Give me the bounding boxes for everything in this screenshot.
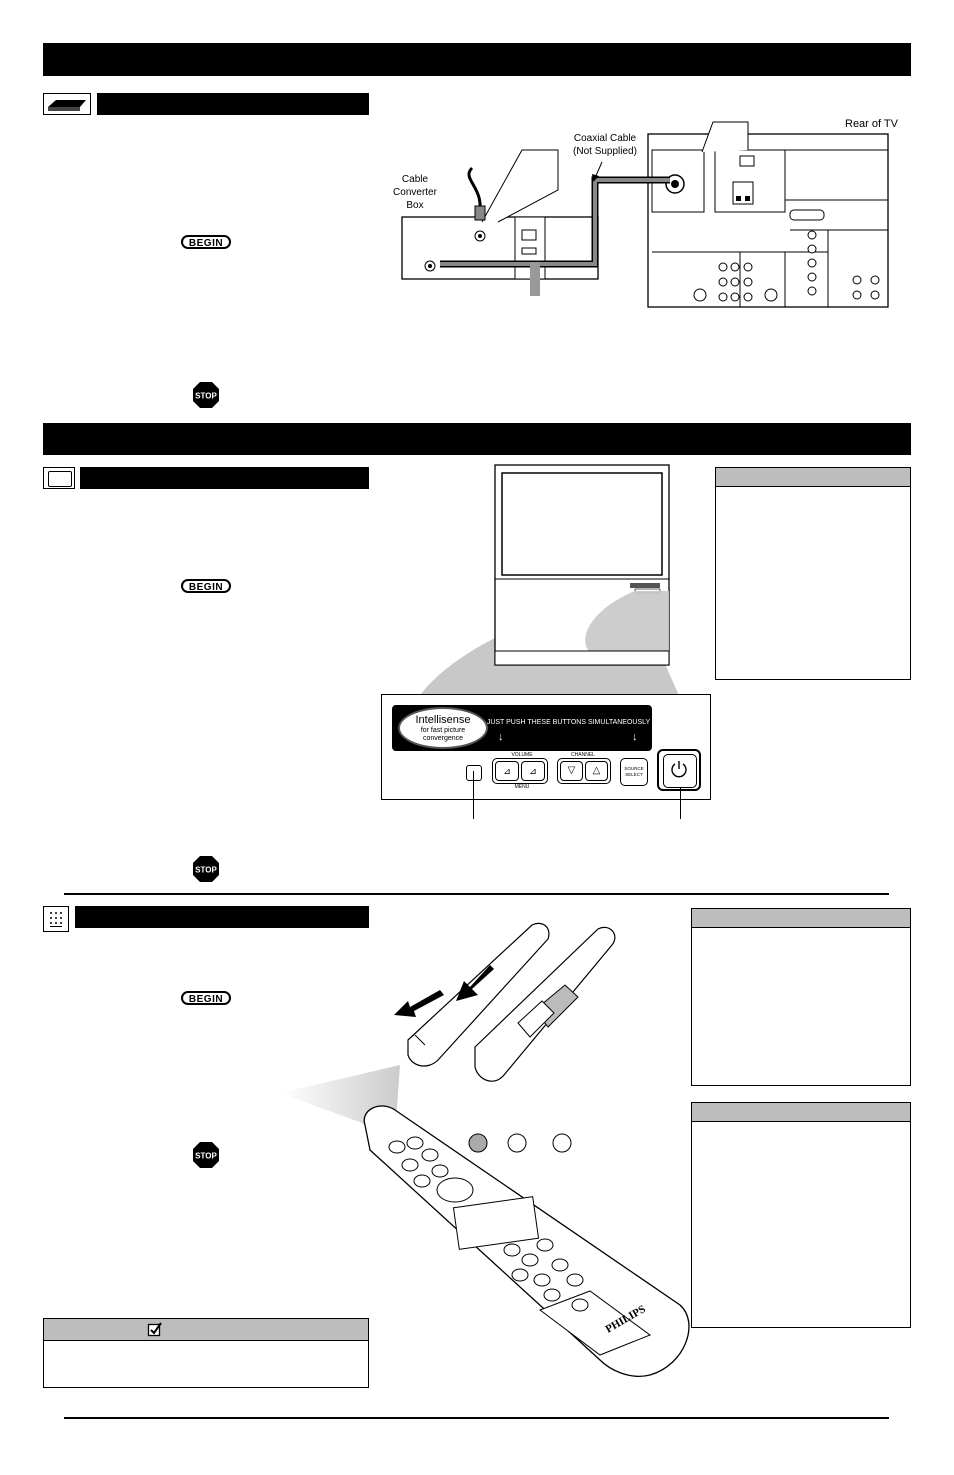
remote-sensor-window bbox=[466, 765, 482, 781]
down-arrow-icon: ↓ bbox=[632, 731, 638, 743]
svg-text:STOP: STOP bbox=[195, 866, 217, 875]
channel-label: CHANNEL bbox=[571, 752, 595, 758]
cable-connection-diagram: Rear of TV Coaxial Cable (Not Supplied) … bbox=[380, 110, 900, 310]
svg-text:STOP: STOP bbox=[195, 392, 217, 401]
stop-icon: STOP bbox=[193, 856, 219, 882]
panel-instruction: JUST PUSH THESE BUTTONS SIMULTANEOUSLY bbox=[486, 719, 651, 726]
checklist-header bbox=[44, 1319, 368, 1341]
tv-screen-icon bbox=[43, 467, 75, 489]
sensor-pointer-line bbox=[473, 771, 474, 819]
channel-down-button[interactable]: ▽ bbox=[560, 761, 583, 781]
bottom-tip-box-1 bbox=[691, 908, 911, 1086]
volume-label: VOLUME bbox=[511, 752, 533, 758]
remote-keypad-icon bbox=[43, 906, 69, 932]
channel-up-button[interactable]: △ bbox=[585, 761, 608, 781]
top-title-bar bbox=[43, 43, 911, 76]
begin-badge: BEGIN bbox=[181, 235, 231, 249]
cable-box-icon bbox=[43, 93, 91, 115]
bottom-tip-box-2 bbox=[691, 1102, 911, 1328]
middle-tip-box bbox=[715, 467, 911, 680]
rear-of-tv-label: Rear of TV bbox=[845, 118, 898, 130]
stop-icon: STOP bbox=[193, 1142, 219, 1168]
tv-control-panel: Intellisense for fast picture convergenc… bbox=[381, 694, 711, 800]
volume-up-button[interactable]: ⊿ bbox=[521, 761, 545, 781]
stop-icon: STOP bbox=[193, 382, 219, 408]
tv-front-illustration bbox=[380, 463, 712, 703]
cable-box-section-heading bbox=[97, 93, 369, 115]
menu-label: MENU bbox=[514, 784, 530, 790]
tip-box-header bbox=[692, 1103, 910, 1122]
remote-battery-illustration: PHILIPS bbox=[280, 915, 700, 1415]
volume-button-group bbox=[492, 758, 548, 784]
coaxial-cable-label: Coaxial Cable (Not Supplied) bbox=[573, 133, 637, 157]
tip-box-header bbox=[716, 468, 910, 487]
channel-button-group bbox=[557, 758, 611, 784]
cable-converter-box-label: Cable Converter Box bbox=[393, 174, 437, 211]
page-footer-rule bbox=[64, 1417, 889, 1419]
battery-section-heading bbox=[75, 906, 369, 928]
tip-box-header bbox=[692, 909, 910, 928]
checkbox-icon bbox=[147, 1322, 162, 1337]
volume-down-button[interactable]: ⊿ bbox=[495, 761, 519, 781]
middle-title-bar bbox=[43, 423, 911, 455]
power-button[interactable] bbox=[657, 749, 701, 791]
down-arrow-icon: ↓ bbox=[498, 731, 504, 743]
checklist-box bbox=[43, 1318, 369, 1388]
power-on-section-heading bbox=[80, 467, 369, 489]
intellisense-logo: Intellisense for fast picture convergenc… bbox=[398, 707, 488, 749]
begin-badge: BEGIN bbox=[181, 991, 231, 1005]
power-pointer-line bbox=[680, 787, 681, 819]
begin-badge: BEGIN bbox=[181, 579, 231, 593]
section-divider bbox=[64, 893, 889, 895]
power-icon bbox=[671, 761, 687, 778]
source-select-button[interactable]: SOURCE SELECT bbox=[620, 758, 648, 786]
svg-text:STOP: STOP bbox=[195, 1152, 217, 1161]
